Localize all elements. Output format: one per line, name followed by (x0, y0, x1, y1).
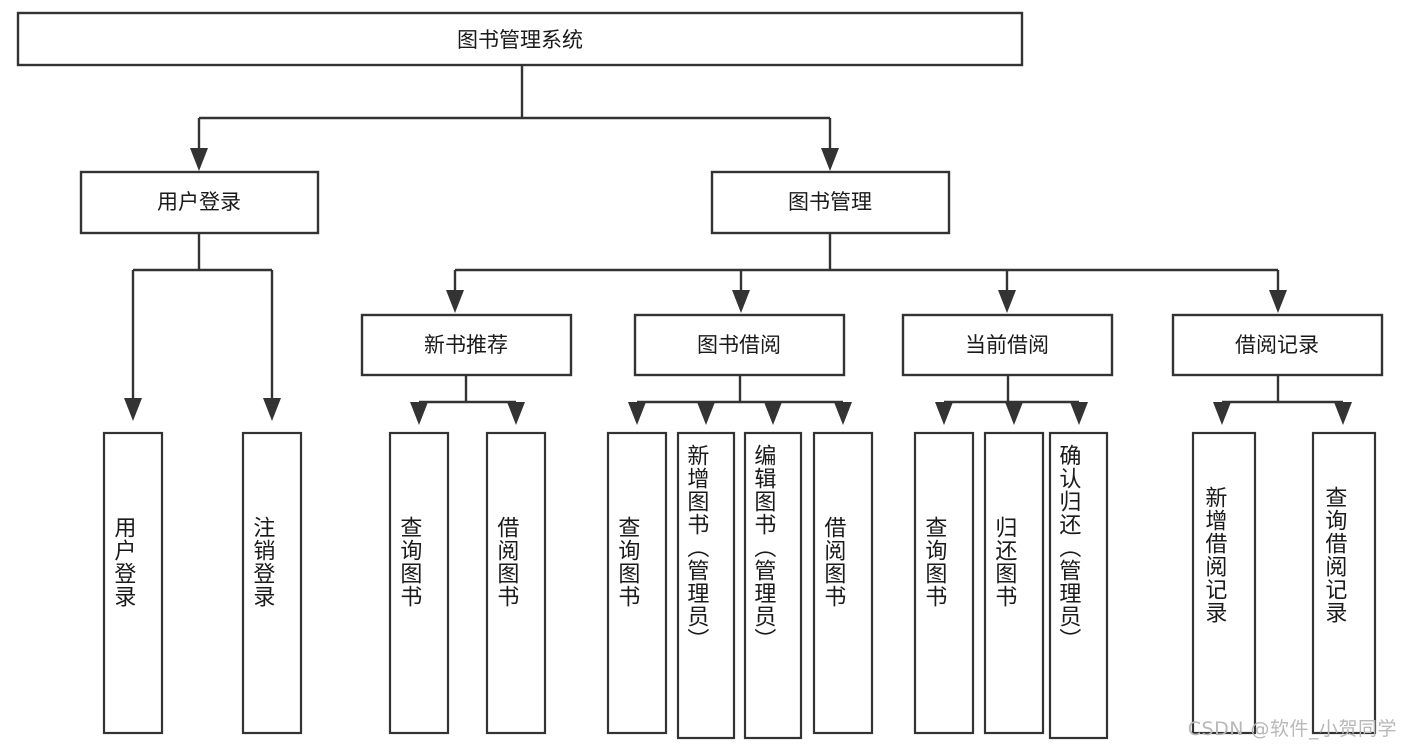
node-book-borrow[interactable]: 图书借阅 (633, 313, 846, 377)
node-book-manage[interactable]: 图书管理 (710, 170, 951, 235)
leaf-box-book-borrow-2[interactable] (743, 431, 803, 740)
edges-root-to-level1 (190, 66, 839, 171)
leaf-box-record-1[interactable] (1311, 431, 1377, 735)
leaf-box-book-borrow-3[interactable] (812, 431, 874, 735)
node-root-label: 图书管理系统 (457, 28, 583, 52)
node-new-book-rec-label: 新书推荐 (424, 333, 508, 357)
leaf-boxes (102, 431, 1377, 740)
leaf-box-book-borrow-1[interactable] (676, 431, 736, 740)
node-book-manage-label: 图书管理 (788, 190, 872, 214)
node-borrow-record-label: 借阅记录 (1235, 333, 1319, 357)
node-user-login[interactable]: 用户登录 (79, 170, 320, 235)
leaf-box-new-book-1[interactable] (485, 431, 547, 735)
leaf-box-user-login-1[interactable] (241, 431, 303, 735)
leaf-box-current-2[interactable] (1048, 431, 1109, 740)
node-borrow-record[interactable]: 借阅记录 (1171, 313, 1384, 377)
edges-bookmanage-to-level2 (446, 233, 1287, 313)
csdn-watermark: CSDN @软件_小贺同学 (1187, 718, 1397, 740)
edges-currentborrow-to-leaves (935, 375, 1088, 425)
node-book-borrow-label: 图书借阅 (697, 333, 781, 357)
leaf-box-book-borrow-0[interactable] (606, 431, 668, 735)
leaf-box-new-book-0[interactable] (388, 431, 450, 735)
leaf-box-current-1[interactable] (983, 431, 1045, 735)
leaf-box-user-login-0[interactable] (102, 431, 164, 735)
leaf-box-record-0[interactable] (1191, 431, 1257, 735)
node-user-login-label: 用户登录 (157, 190, 241, 214)
edges-newbook-to-leaves (410, 375, 525, 425)
edges-booklogin-to-leaves (124, 233, 281, 421)
edges-bookborrow-to-leaves (628, 375, 852, 425)
leaf-box-current-0[interactable] (913, 431, 975, 735)
edges-borrowrecord-to-leaves (1213, 375, 1352, 425)
node-root[interactable]: 图书管理系统 (16, 11, 1024, 67)
node-current-borrow-label: 当前借阅 (965, 333, 1049, 357)
node-new-book-rec[interactable]: 新书推荐 (360, 313, 573, 377)
node-current-borrow[interactable]: 当前借阅 (901, 313, 1114, 377)
